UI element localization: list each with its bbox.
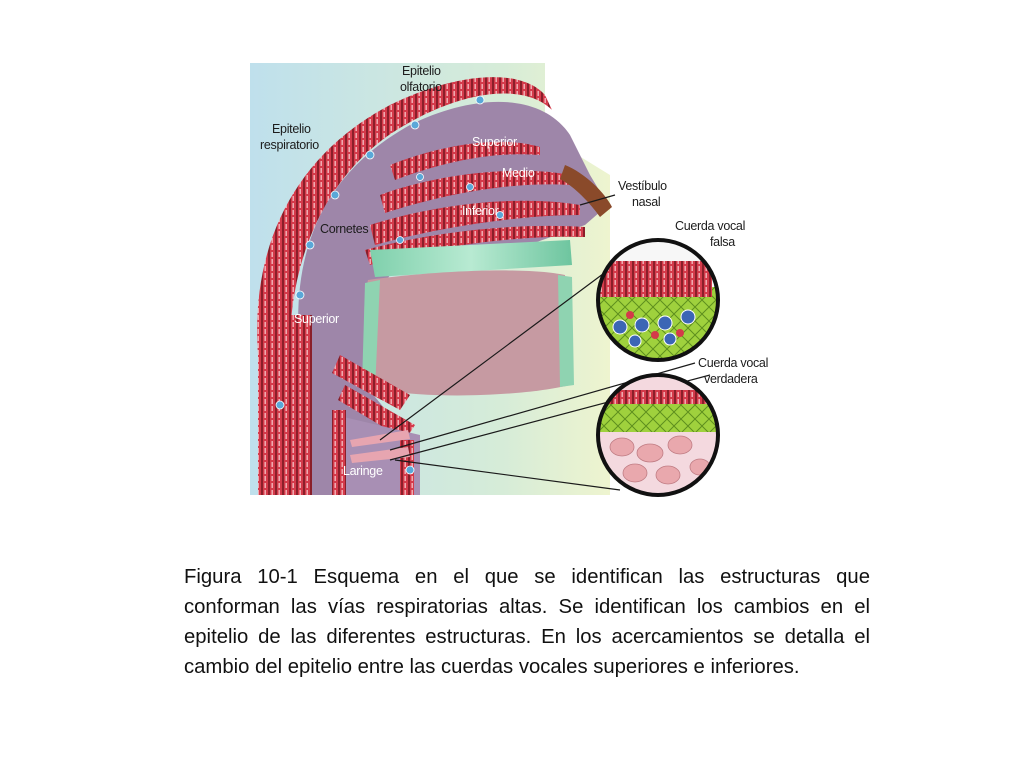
- label-vestibule-2: nasal: [632, 195, 660, 209]
- respiratory-tract-diagram: Epitelio olfatorio Epitelio respiratorio…: [240, 55, 840, 515]
- turbinate-superior-shape: [390, 141, 540, 180]
- palate-muscle: [370, 240, 572, 277]
- vocal-fold-true: [350, 447, 410, 463]
- label-superior-pharynx: Superior: [294, 312, 339, 326]
- epithelium-band: [257, 77, 552, 495]
- label-larynx: Laringe: [343, 464, 383, 478]
- label-turbinate-inferior: Inferior: [462, 204, 499, 218]
- figure-caption: Figura 10-1 Esquema en el que se identif…: [184, 566, 870, 678]
- label-respiratory-2: respiratorio: [260, 138, 319, 152]
- turbinate-middle-shape: [380, 170, 570, 213]
- label-vestibule-1: Vestíbulo: [618, 179, 667, 193]
- larynx-upper-epithelium: [332, 355, 415, 440]
- tongue-shape: [364, 270, 570, 396]
- label-turbinate-superior: Superior: [472, 135, 517, 149]
- turbinate-inferior-shape: [370, 200, 580, 245]
- label-turbinate-middle: Medio: [502, 166, 535, 180]
- diagram-svg: Epitelio olfatorio Epitelio respiratorio…: [250, 63, 768, 497]
- label-olfactory-2: olfatorio: [400, 80, 442, 94]
- pharynx-wall: [290, 315, 312, 495]
- label-true-cord-1: Cuerda vocal: [698, 356, 768, 370]
- airway-cavity: [298, 101, 608, 496]
- label-olfactory-1: Epitelio: [402, 64, 441, 78]
- label-respiratory-1: Epitelio: [272, 122, 311, 136]
- label-false-cord-2: falsa: [710, 235, 735, 249]
- zoom-false-vocal-cord: [596, 238, 720, 362]
- zoom-true-vocal-cord: [596, 373, 720, 497]
- label-true-cord-2: verdadera: [704, 372, 758, 386]
- vocal-fold-false: [350, 430, 410, 447]
- cell-nuclei: [275, 95, 504, 475]
- larynx-wall-left: [332, 410, 346, 495]
- label-false-cord-1: Cuerda vocal: [675, 219, 745, 233]
- label-cornetes: Cornetes: [320, 222, 368, 236]
- nasal-vestibule-shape: [560, 165, 612, 217]
- nasal-floor-epithelium: [365, 225, 585, 265]
